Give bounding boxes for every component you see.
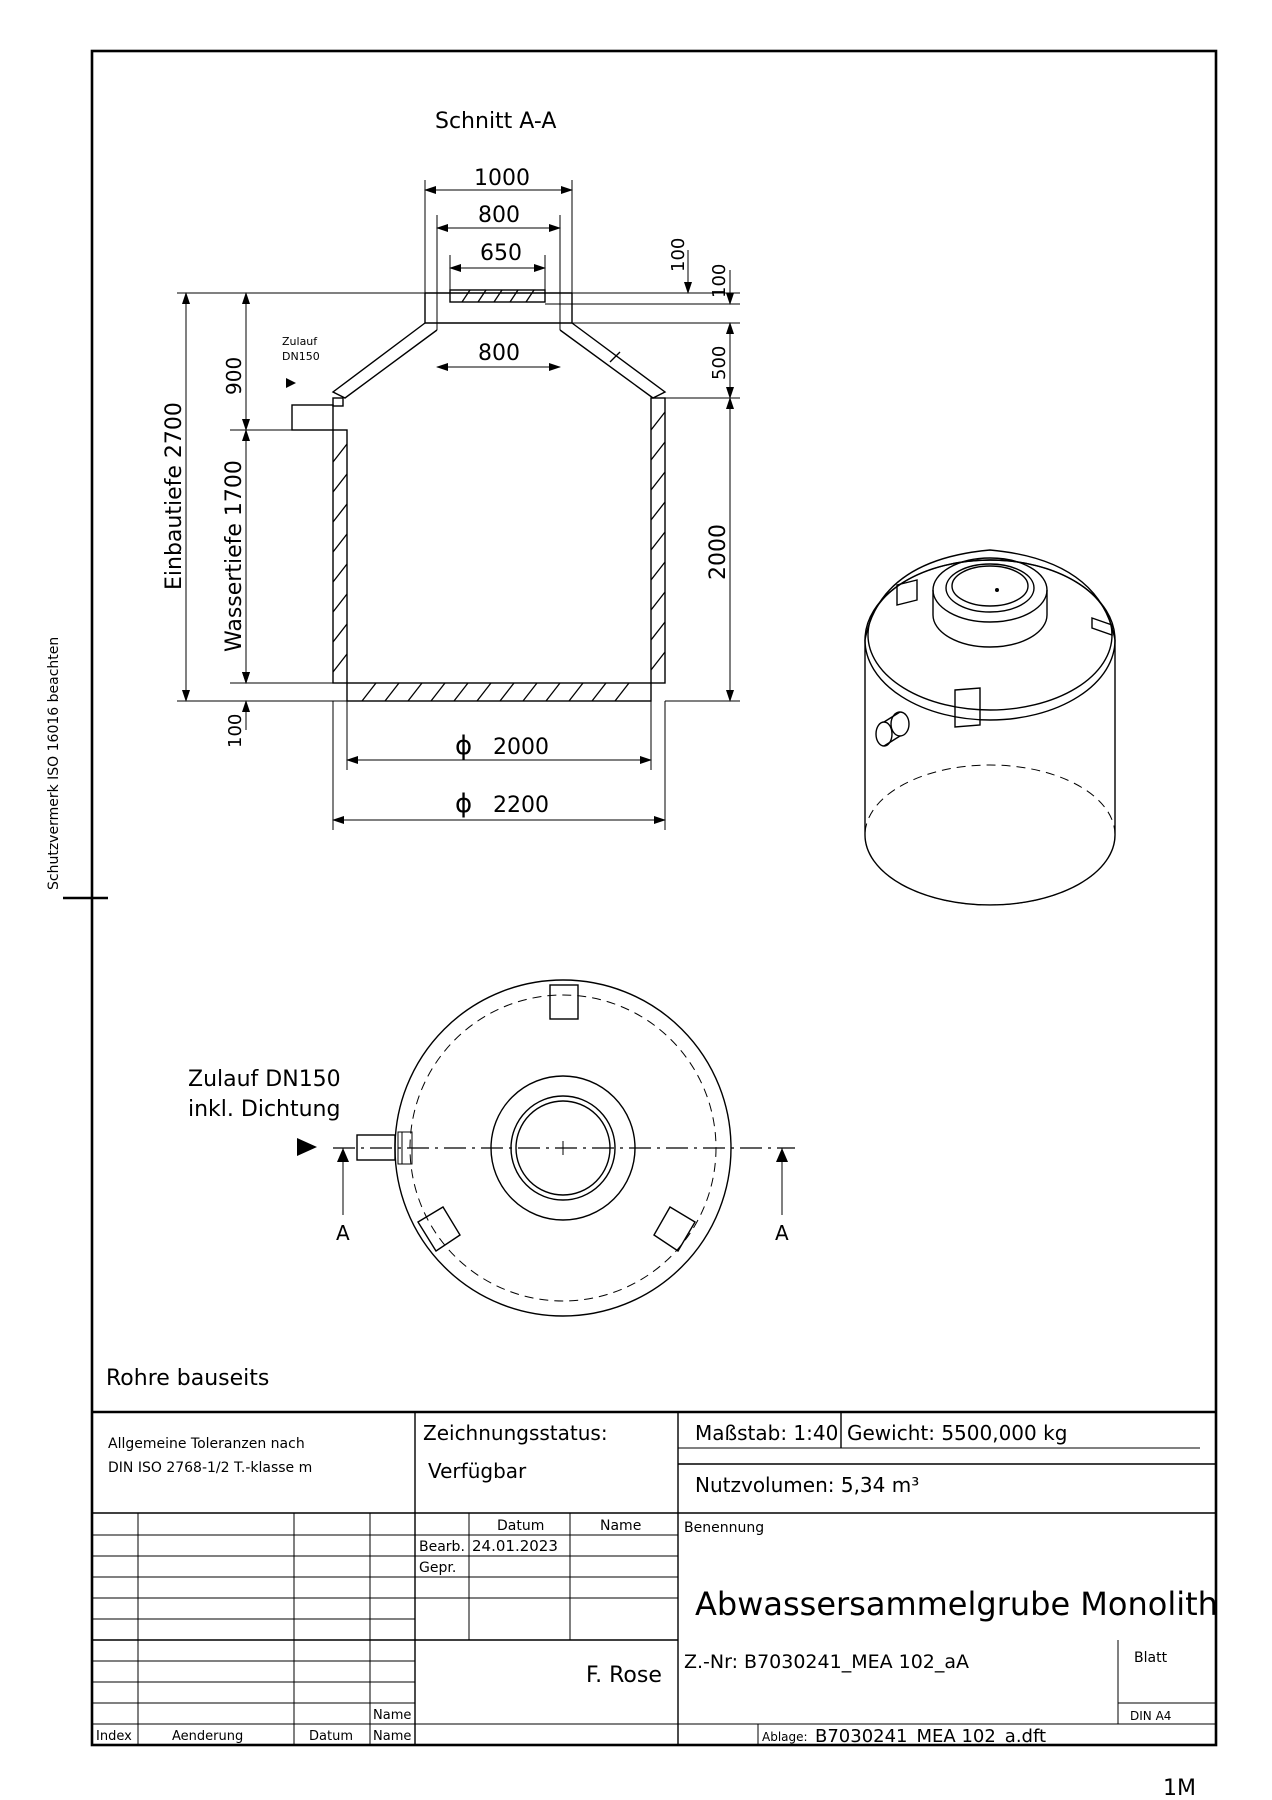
sheet-border [90, 49, 1218, 1747]
status-label: Zeichnungsstatus: [423, 1421, 608, 1445]
dim-100-a: 100 [668, 238, 689, 272]
plan-inlet-label-2: inkl. Dichtung [188, 1097, 340, 1122]
phi-symbol-2: ϕ [455, 789, 472, 819]
dim-800-mid: 800 [478, 341, 520, 366]
format-label: DIN A4 [1130, 1709, 1171, 1723]
ablage-value: B7030241_MEA 102_a.dft [815, 1726, 1046, 1747]
inlet-pipe-section [291, 404, 334, 431]
dim-phi-2200: 2200 [493, 793, 549, 818]
bearb-label: Bearb. [419, 1539, 465, 1555]
inlet-pipe-plan [356, 1134, 396, 1161]
note-pipes: Rohre bauseits [106, 1366, 269, 1391]
corner-mark: 1M [1163, 1776, 1196, 1800]
name-header: Name [600, 1518, 641, 1534]
dim-900: 900 [222, 357, 246, 395]
bearb-date: 24.01.2023 [472, 1537, 558, 1555]
cut-marker-left: A [336, 1221, 350, 1245]
drawing-number: Z.-Nr: B7030241_MEA 102_aA [684, 1651, 969, 1673]
gepr-label: Gepr. [419, 1560, 456, 1576]
dim-500: 500 [709, 346, 730, 380]
drawing-title: Abwassersammelgrube Monolith [695, 1585, 1218, 1623]
dim-650: 650 [480, 241, 522, 266]
section-inlet-label-1: Zulauf [282, 335, 318, 348]
weight: Gewicht: 5500,000 kg [847, 1421, 1067, 1445]
ablage-label: Ablage: [762, 1730, 808, 1744]
title-block: Allgemeine Toleranzen nach DIN ISO 2768-… [92, 1410, 1218, 1747]
isometric-view [864, 549, 1116, 906]
datum-header: Datum [497, 1518, 544, 1534]
dim-800-top: 800 [478, 203, 520, 228]
rev-index: Index [96, 1729, 132, 1744]
dim-100-bottom: 100 [225, 714, 246, 748]
dim-100-b: 100 [709, 264, 730, 298]
status-value: Verfügbar [428, 1459, 527, 1483]
rev-change: Aenderung [172, 1729, 243, 1744]
dim-einbautiefe: Einbautiefe 2700 [162, 402, 187, 590]
blatt-label: Blatt [1134, 1650, 1168, 1666]
dim-1000: 1000 [474, 166, 530, 191]
protection-note: Schutzvermerk ISO 16016 beachten [46, 637, 62, 890]
cut-marker-right: A [775, 1221, 789, 1245]
rev-name: Name [373, 1729, 411, 1744]
plan-inlet-label-1: Zulauf DN150 [188, 1067, 341, 1092]
section-inlet-label-2: DN150 [282, 350, 320, 363]
tolerance-line-1: Allgemeine Toleranzen nach [108, 1436, 305, 1452]
dim-wassertiefe: Wassertiefe 1700 [222, 460, 247, 652]
phi-symbol-1: ϕ [455, 731, 472, 761]
plan-view: Zulauf DN150 inkl. Dichtung A A [188, 979, 795, 1317]
scale: Maßstab: 1:40 [695, 1421, 838, 1445]
section-title: Schnitt A-A [435, 109, 556, 134]
rev-date: Datum [309, 1729, 353, 1744]
volume: Nutzvolumen: 5,34 m³ [695, 1473, 919, 1497]
dim-phi-2000: 2000 [493, 735, 549, 760]
section-view: Schnitt A-A [162, 109, 740, 830]
tolerance-line-2: DIN ISO 2768-1/2 T.-klasse m [108, 1460, 312, 1476]
dim-2000-height: 2000 [706, 524, 731, 580]
author: F. Rose [586, 1663, 662, 1688]
benennung-label: Benennung [684, 1520, 764, 1536]
rev-name-2: Name [373, 1708, 411, 1723]
